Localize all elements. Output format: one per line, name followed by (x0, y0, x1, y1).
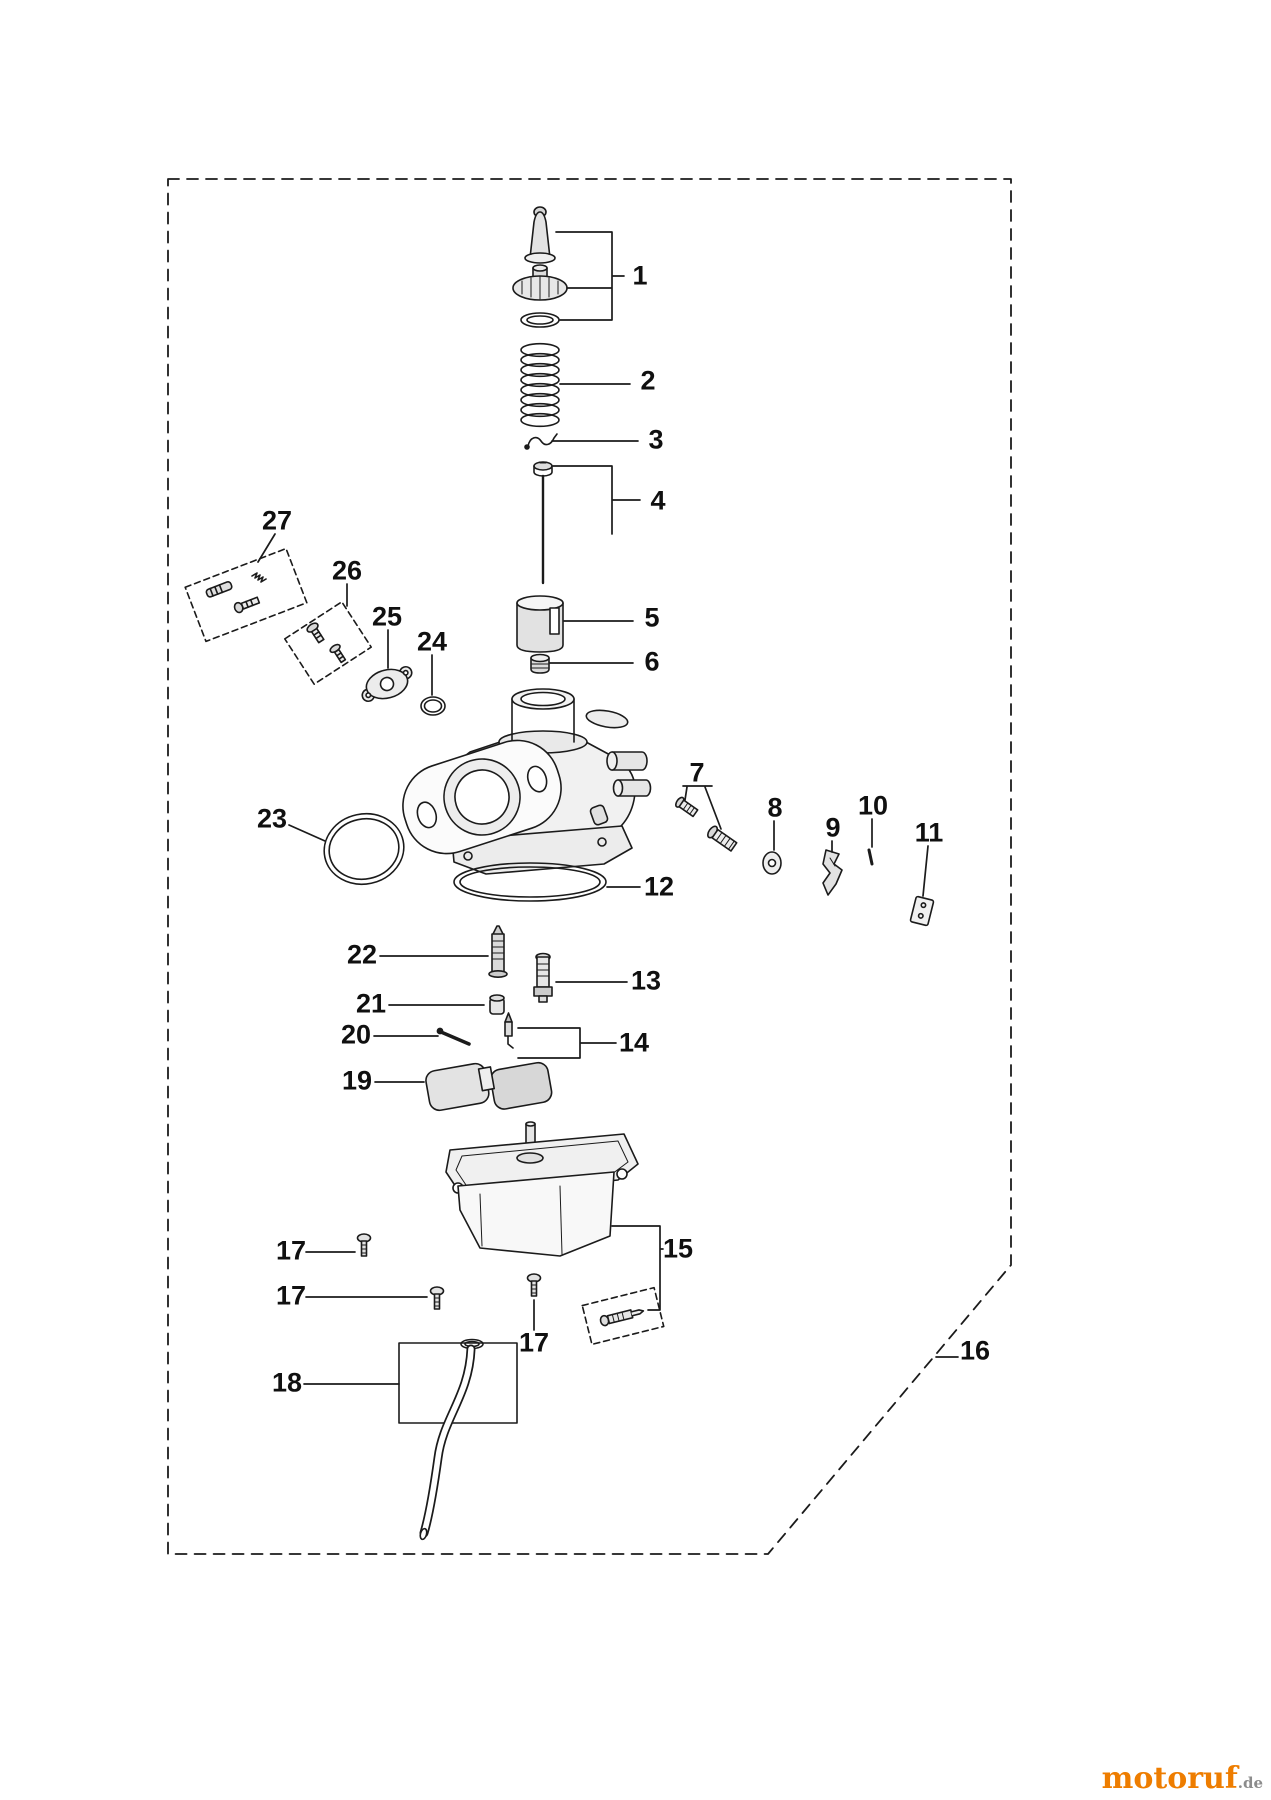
part-7-screws (675, 796, 738, 852)
part-9-clip-bracket (822, 849, 843, 896)
callout-20: 20 (340, 1019, 372, 1050)
part-15-kit-box (581, 1286, 665, 1346)
part-19-float (425, 1061, 553, 1112)
callout-3: 3 (648, 424, 664, 455)
carburetor-body (402, 688, 652, 875)
part-18-box (398, 1342, 518, 1424)
callout-4: 4 (650, 485, 666, 516)
part-13-main-jet (533, 952, 553, 1003)
callout-22: 22 (346, 939, 378, 970)
callout-6: 6 (644, 646, 660, 677)
part-5-throttle-slide (516, 595, 564, 653)
part-1-cap-assembly (512, 206, 568, 328)
callout-21: 21 (355, 988, 387, 1019)
part-8-washer (762, 851, 782, 875)
part-18-drain-tube (398, 1338, 518, 1541)
part-4-jet-needle (533, 461, 553, 585)
watermark-brand: motoruf (1101, 1761, 1238, 1796)
callout-10: 10 (857, 790, 889, 821)
part-24-o-ring (420, 696, 446, 716)
part-22-needle-jet (488, 925, 508, 978)
callout-16: 16 (959, 1335, 991, 1366)
callout-27: 27 (261, 505, 293, 536)
part-17-screw-2 (429, 1286, 445, 1310)
callout-13: 13 (630, 965, 662, 996)
part-11-plate (909, 895, 935, 927)
part-25-flange (361, 665, 413, 703)
leader-lines (257, 231, 959, 1385)
callout-5: 5 (644, 602, 660, 633)
part-20-float-pin (436, 1027, 471, 1046)
border-outline (167, 178, 1012, 1555)
part-6-nut (530, 653, 550, 674)
callout-17a: 17 (275, 1235, 307, 1266)
part-23-o-ring (323, 812, 405, 886)
callout-25: 25 (371, 601, 403, 632)
callout-2: 2 (640, 365, 656, 396)
callout-17b: 17 (275, 1280, 307, 1311)
part-2-spring (520, 342, 560, 428)
callout-1: 1 (632, 260, 648, 291)
callout-15: 15 (662, 1233, 694, 1264)
callout-23: 23 (256, 803, 288, 834)
callout-17c: 17 (518, 1327, 550, 1358)
callout-9: 9 (825, 812, 841, 843)
callout-7: 7 (689, 757, 705, 788)
callout-24: 24 (416, 626, 448, 657)
callout-18: 18 (271, 1367, 303, 1398)
part-26-kit-box (283, 601, 373, 685)
part-14-needle-valve (504, 1012, 514, 1049)
part-17-screw-3 (526, 1273, 542, 1297)
part-27-kit-box (184, 547, 308, 643)
callout-8: 8 (767, 792, 783, 823)
callout-26: 26 (331, 555, 363, 586)
watermark-suffix: .de (1237, 1774, 1263, 1792)
part-12-gasket (453, 862, 607, 902)
callout-19: 19 (341, 1065, 373, 1096)
callout-11: 11 (914, 817, 944, 848)
callout-12: 12 (643, 871, 675, 902)
part-10-pin (867, 848, 874, 866)
callout-14: 14 (618, 1027, 650, 1058)
part-21-pilot-jet (489, 994, 505, 1015)
part-17-screw-1 (356, 1233, 372, 1257)
watermark-motoruf[interactable]: motoruf.de (1102, 1761, 1263, 1796)
float-bowl (445, 1121, 639, 1257)
